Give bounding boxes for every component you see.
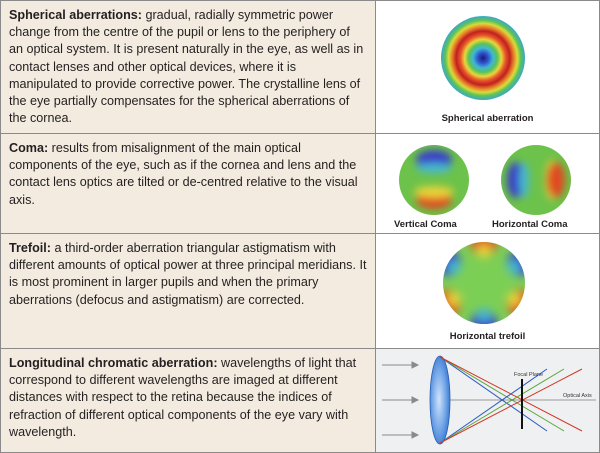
term-description: a third-order aberration triangular asti… bbox=[9, 241, 367, 307]
figure-caption: Spherical aberration bbox=[441, 113, 534, 124]
spherical-aberration-map bbox=[441, 16, 525, 100]
incoming-light-arrows bbox=[382, 361, 420, 439]
term-description: wavelengths of light that correspond to … bbox=[9, 356, 357, 439]
horizontal-trefoil-map bbox=[443, 242, 525, 324]
description-cell: Coma: results from misalignment of the m… bbox=[1, 134, 376, 233]
lens bbox=[429, 355, 451, 445]
figure-caption: Horizontal trefoil bbox=[449, 331, 526, 342]
focal-plane-label: Focal Plane bbox=[514, 372, 543, 378]
row-coma: Coma: results from misalignment of the m… bbox=[1, 134, 599, 234]
term-description: results from misalignment of the main op… bbox=[9, 141, 358, 207]
figure-caption: Horizontal Coma bbox=[492, 219, 568, 230]
figure-cell: Vertical Coma Horizontal Coma bbox=[376, 134, 599, 233]
figure-caption: Vertical Coma bbox=[394, 219, 457, 230]
term-label: Trefoil: bbox=[9, 241, 51, 255]
term-description: gradual, radially symmetric power change… bbox=[9, 8, 364, 126]
term-label: Spherical aberrations: bbox=[9, 8, 142, 22]
vertical-coma-map bbox=[399, 145, 469, 215]
row-chromatic: Longitudinal chromatic aberration: wavel… bbox=[1, 349, 599, 452]
row-trefoil: Trefoil: a third-order aberration triang… bbox=[1, 234, 599, 349]
chromatic-aberration-diagram: Focal Plane Optical Axis bbox=[382, 355, 596, 445]
description-cell: Spherical aberrations: gradual, radially… bbox=[1, 1, 376, 133]
figure-cell: Spherical aberration bbox=[376, 1, 599, 133]
description-cell: Trefoil: a third-order aberration triang… bbox=[1, 234, 376, 348]
term-label: Longitudinal chromatic aberration: bbox=[9, 356, 218, 370]
optical-axis-label: Optical Axis bbox=[563, 393, 592, 399]
term-label: Coma: bbox=[9, 141, 49, 155]
figure-cell: Horizontal trefoil bbox=[376, 234, 599, 348]
figure-cell: Focal Plane Optical Axis bbox=[376, 349, 599, 452]
description-cell: Longitudinal chromatic aberration: wavel… bbox=[1, 349, 376, 452]
row-spherical: Spherical aberrations: gradual, radially… bbox=[1, 1, 599, 134]
horizontal-coma-map bbox=[501, 145, 571, 215]
